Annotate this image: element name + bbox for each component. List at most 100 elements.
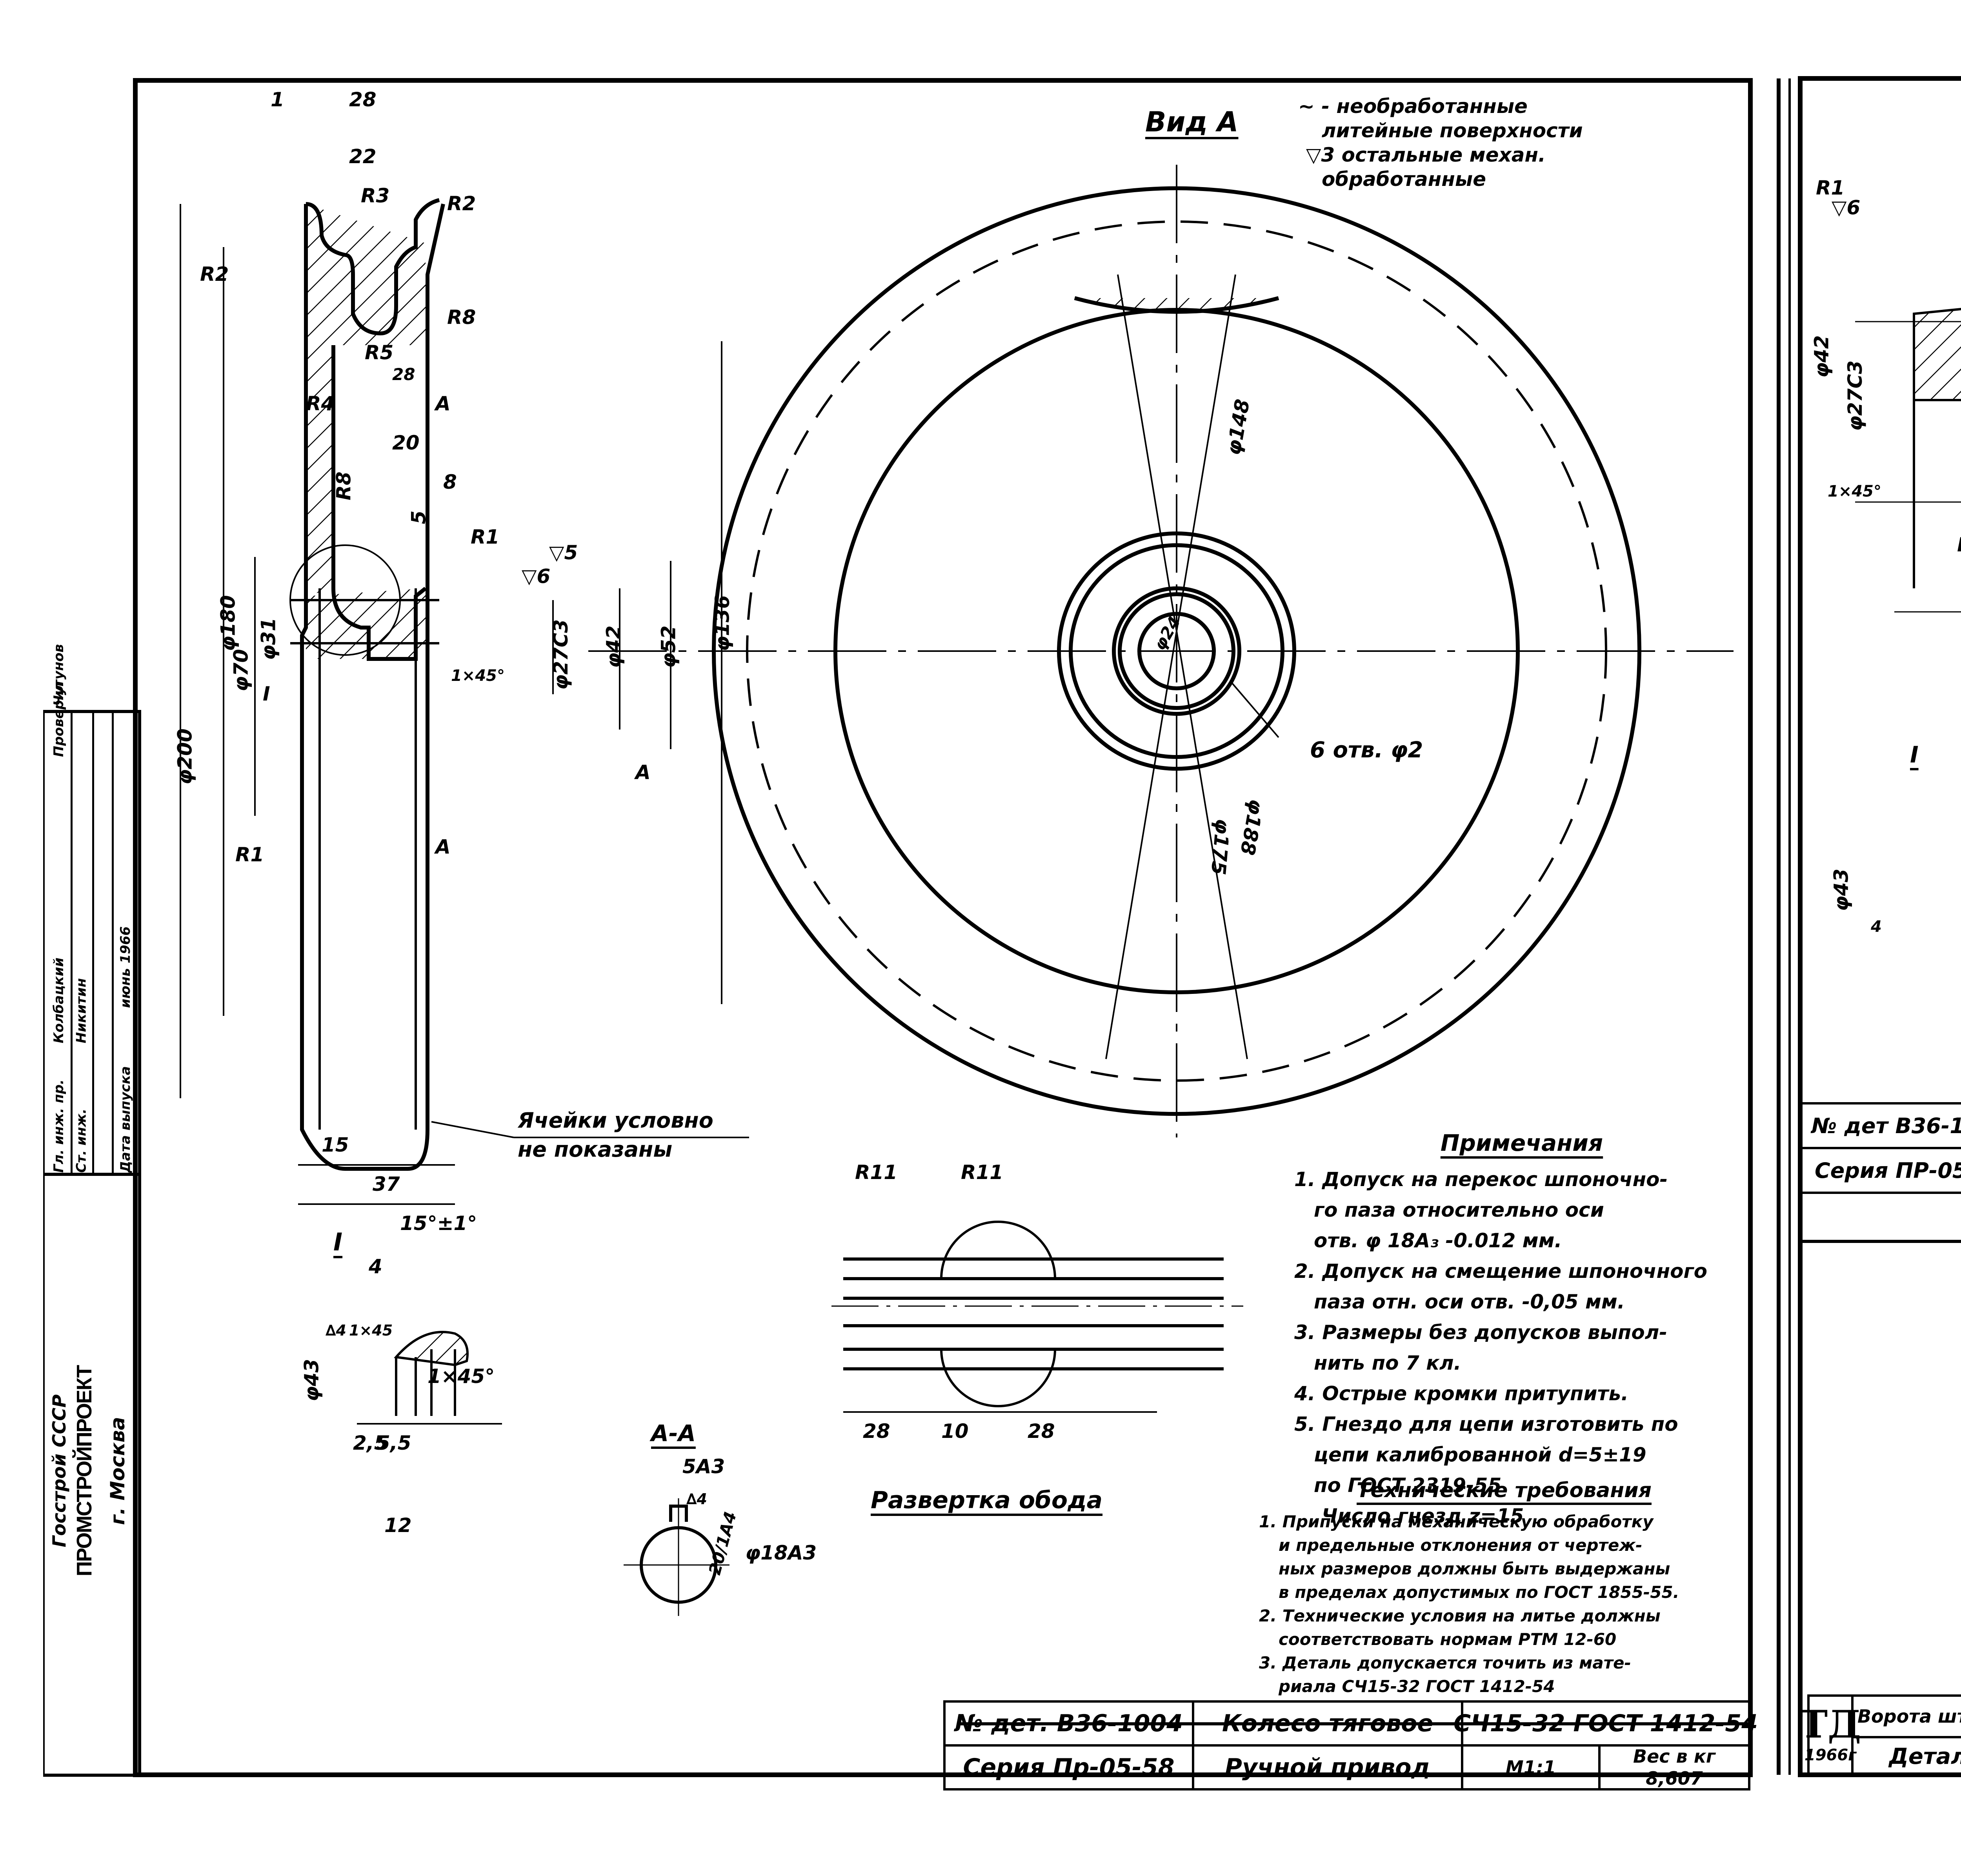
dim-phi27c3: φ27C3 bbox=[549, 619, 573, 690]
wheel-drive: Ручной привод bbox=[1225, 1754, 1430, 1781]
dim-8: 8 bbox=[443, 471, 457, 493]
req-line: и предельные отклонения от чертеж- bbox=[1279, 1536, 1643, 1555]
wheel-material: СЧ15-32 ГОСТ 1412-54 bbox=[1453, 1710, 1758, 1737]
dim-r5: R5 bbox=[365, 341, 394, 364]
disk-dim-chamfer-bottom: 1×45° bbox=[1828, 482, 1882, 500]
ta-logo: ТД bbox=[1799, 1702, 1861, 1747]
dim-phi70: φ70 bbox=[229, 649, 253, 692]
dim-phi136: φ136 bbox=[711, 595, 734, 651]
project-title: Ворота шторные с автоматическим управлен… bbox=[1857, 1706, 1961, 1727]
req-line: 1. Припуски на механическую обработку bbox=[1259, 1512, 1654, 1531]
note-line: Число гнезд z=15 bbox=[1322, 1505, 1524, 1527]
side-stamp: Госстрой СССР ПРОМСТРОЙПРОЕКТ г. Москва … bbox=[43, 644, 141, 1777]
roughness-triangle-icon: ▽3 bbox=[1306, 144, 1335, 166]
detail-i-right-4: 4 bbox=[1871, 918, 1882, 936]
disk-series: Серия ПР-05-58 bbox=[1814, 1158, 1961, 1183]
detail-i-2-5: 2,5 bbox=[353, 1432, 388, 1454]
sheet-title: Детали В36-1004, 1018. bbox=[1889, 1743, 1961, 1769]
wheel-section-view bbox=[180, 198, 749, 1205]
dim-28-mid: 28 bbox=[392, 365, 415, 384]
surface-legend: ∼ - необработанные литейные поверхности … bbox=[1298, 94, 1583, 191]
legend-line-2: литейные поверхности bbox=[1322, 119, 1583, 142]
unmachined-symbol-icon: ∼ bbox=[1298, 95, 1315, 118]
note-line: 4. Острые кромки притупить. bbox=[1294, 1382, 1629, 1405]
note-line: по ГОСТ 2319-55 bbox=[1314, 1474, 1502, 1497]
req-line: риала СЧ15-32 ГОСТ 1412-54 bbox=[1279, 1677, 1555, 1696]
dim-r2-left: R2 bbox=[200, 263, 229, 286]
wheel-series: Серия Пр-05-58 bbox=[963, 1754, 1175, 1781]
right-sheet-frame bbox=[1798, 76, 1961, 1777]
disk-dim-r2: R2 bbox=[1957, 533, 1961, 556]
rim-development-title: Развертка обода bbox=[871, 1487, 1103, 1514]
wheel-part-name: Колесо тяговое bbox=[1222, 1710, 1433, 1737]
dim-20: 20 bbox=[392, 431, 420, 454]
legend-line-1: - необработанные bbox=[1321, 95, 1528, 118]
section-mark-a-3: A bbox=[435, 835, 451, 858]
detail-i-phi43: φ43 bbox=[300, 1359, 323, 1402]
dim-1: 1 bbox=[271, 88, 284, 111]
rim-28-right: 28 bbox=[1028, 1420, 1055, 1443]
dim-phi200: φ200 bbox=[173, 728, 196, 785]
left-sheet-frame bbox=[133, 78, 1753, 1777]
detail-i-right-phi43: φ43 bbox=[1830, 868, 1853, 912]
req-line: соответствовать нормам РТМ 12-60 bbox=[1279, 1630, 1617, 1649]
section-mark-i: I bbox=[263, 682, 270, 705]
title-year: 1966г bbox=[1804, 1746, 1857, 1764]
note-line: 5. Гнездо для цепи изготовить по bbox=[1294, 1413, 1678, 1436]
stamp-name-checked: Чугунов bbox=[51, 644, 67, 706]
req-line: в пределах допустимых по ГОСТ 1855-55. bbox=[1279, 1583, 1679, 1602]
rim-r11-left: R11 bbox=[855, 1161, 898, 1184]
view-a-holes-callout: 6 отв. φ2 bbox=[1310, 737, 1423, 763]
note-line: 3. Размеры без допусков выпол- bbox=[1294, 1321, 1668, 1344]
roughness-5: ▽5 bbox=[549, 541, 578, 564]
note-line: паза отн. оси отв. -0,05 мм. bbox=[1314, 1290, 1625, 1313]
cells-callout: Ячейки условно не показаны bbox=[518, 1108, 713, 1162]
wheel-scale: М1:1 bbox=[1505, 1757, 1556, 1778]
section-aa-left-5a3: 5А3 bbox=[682, 1455, 725, 1478]
dim-15: 15 bbox=[322, 1134, 349, 1156]
dim-phi180: φ180 bbox=[216, 595, 240, 651]
legend-line-3: остальные механ. bbox=[1341, 144, 1546, 166]
org-line-2: ПРОМСТРОЙПРОЕКТ bbox=[73, 1365, 96, 1576]
roughness-6: ▽6 bbox=[522, 565, 551, 588]
rim-10: 10 bbox=[941, 1420, 969, 1443]
org-line-1: Госстрой СССР bbox=[49, 1394, 70, 1547]
detail-i-5-5: 5,5 bbox=[377, 1432, 411, 1454]
view-a-wheel bbox=[588, 165, 1734, 1137]
detail-i-right-title: I bbox=[1910, 741, 1919, 768]
stamp-name-chief-eng: Колбацкий bbox=[51, 957, 67, 1043]
dim-r8-bottom: R8 bbox=[332, 471, 355, 500]
detail-i-angle: 15°±1° bbox=[400, 1212, 477, 1235]
rim-development-view bbox=[831, 1221, 1243, 1413]
legend-line-4: обработанные bbox=[1322, 168, 1486, 191]
note-line: отв. φ 18А₃ -0.012 мм. bbox=[1314, 1229, 1562, 1252]
dim-5: 5 bbox=[407, 510, 430, 524]
detail-i-12: 12 bbox=[384, 1514, 412, 1537]
dim-r4: R4 bbox=[306, 392, 335, 415]
disk-roughness-6: ▽6 bbox=[1832, 196, 1861, 219]
dim-phi52: φ52 bbox=[657, 625, 680, 668]
dim-phi42: φ42 bbox=[602, 625, 625, 668]
dim-28-top: 28 bbox=[349, 88, 377, 111]
stamp-release-date: июнь 1966 bbox=[118, 926, 133, 1008]
wheel-weight-label: Вес в кг bbox=[1633, 1746, 1715, 1767]
disk-dim-r1: R1 bbox=[1816, 177, 1845, 199]
note-line: 2. Допуск на смещение шпоночного bbox=[1294, 1260, 1707, 1283]
section-mark-a-2: A bbox=[635, 761, 651, 784]
disk-part-number: № дет В36-1018 bbox=[1811, 1113, 1961, 1138]
detail-i-left-title: I bbox=[333, 1228, 343, 1256]
stamp-role-chief-eng: Гл. инж. пр. bbox=[51, 1079, 67, 1173]
dim-r8-top: R8 bbox=[447, 306, 476, 329]
section-aa-left-title: А-А bbox=[651, 1420, 696, 1447]
note-line: 1. Допуск на перекос шпоночно- bbox=[1294, 1168, 1668, 1191]
dim-22: 22 bbox=[349, 145, 377, 168]
dim-chamfer: 1×45° bbox=[451, 667, 505, 685]
stamp-role-senior-eng: Ст. инж. bbox=[73, 1108, 89, 1173]
tech-requirements: Технические требования 1. Припуски на ме… bbox=[1259, 1479, 1749, 1698]
section-mark-a-1: A bbox=[435, 392, 451, 415]
detail-i-chamfer-a: 1×45 bbox=[349, 1322, 393, 1339]
stamp-divider bbox=[43, 1173, 141, 1176]
disk-dim-phi27c3: φ27C3 bbox=[1844, 360, 1867, 431]
wheel-weight: 8,607 bbox=[1646, 1768, 1703, 1789]
